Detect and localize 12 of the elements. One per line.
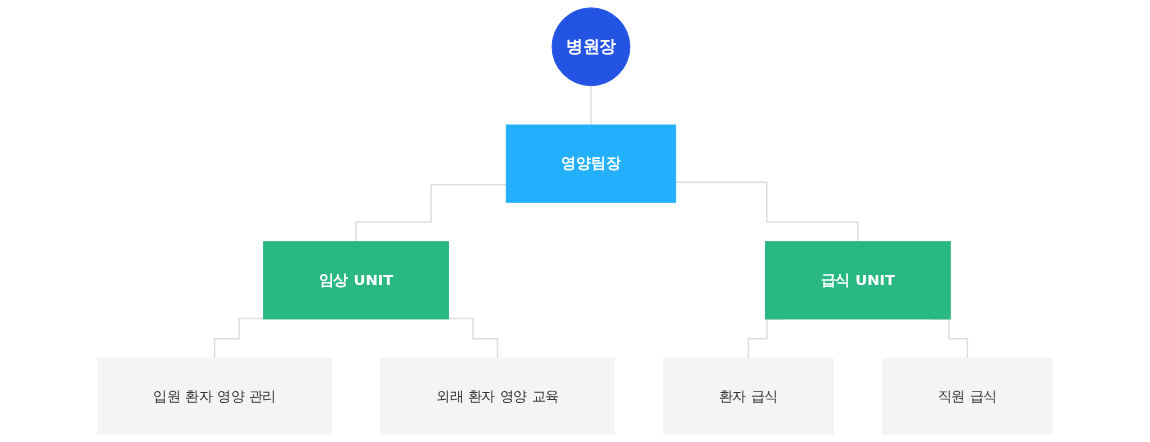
connector: [447, 317, 499, 360]
node-box: 직원 급식: [882, 357, 1053, 435]
connector: [355, 183, 508, 243]
node-box: 임상 UNIT: [263, 241, 449, 320]
node-box: 영양팀장: [505, 124, 677, 203]
node-box: 입원 환자 영양 관리: [97, 357, 332, 435]
connector: [674, 181, 859, 243]
node-box: 환자 급식: [663, 357, 834, 435]
node-box: 외래 환자 영양 교육: [380, 357, 615, 435]
node-circle: 병원장: [551, 7, 631, 87]
node-box: 급식 UNIT: [764, 241, 951, 320]
connector: [213, 317, 265, 360]
